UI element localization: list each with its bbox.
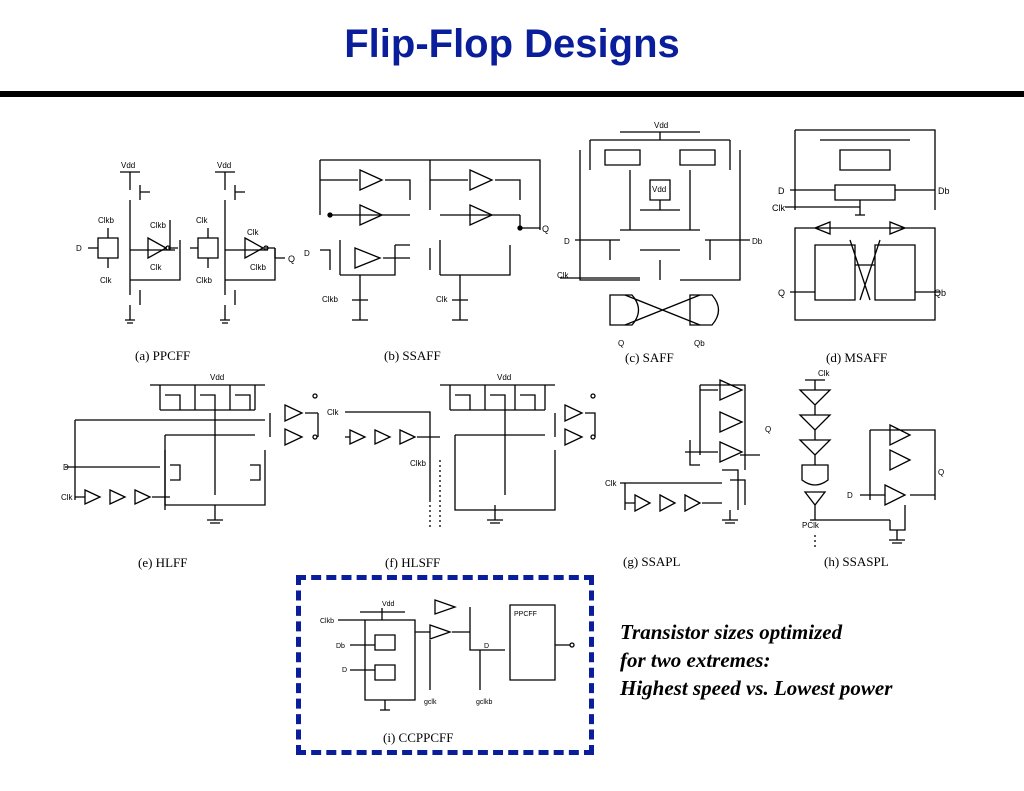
slide-title: Flip-Flop Designs (344, 22, 680, 66)
ccppcff-highlight-box (296, 575, 594, 755)
hlff-vdd-label: Vdd (210, 373, 224, 382)
title-divider (0, 91, 1024, 97)
caption-hlff: (e) HLFF (138, 555, 187, 570)
ppcff-q-label: Q (288, 254, 295, 264)
caption-ssapl: (g) SSAPL (623, 554, 680, 569)
msaff-db-label: Db (938, 186, 950, 196)
saff-q-label: Q (618, 339, 624, 348)
schematic-msaff: D Db Clk Q Qb (d) MSAFF (772, 129, 950, 365)
saff-qb-label: Qb (694, 339, 705, 348)
saff-clk-label: Clk (557, 271, 570, 280)
caption-hlsff: (f) HLSFF (385, 555, 440, 570)
ccppcff-clkb-label: Clkb (320, 618, 334, 625)
note-line-1: Transistor sizes optimized (620, 620, 843, 644)
ssaspl-clk-label: Clk (818, 369, 831, 378)
ssaspl-d-label: D (847, 491, 853, 500)
msaff-d-label: D (778, 186, 785, 196)
saff-vdd2-label: Vdd (652, 185, 666, 194)
ccppcff-gclkb-label: gclkb (476, 699, 492, 706)
hlsff-vdd-label: Vdd (497, 373, 511, 382)
saff-vdd-label: Vdd (654, 121, 668, 130)
ppcff-clk-2: Clk (100, 276, 113, 285)
note-line-2: for two extremes: (620, 648, 771, 672)
ppcff-clkb-1: Clkb (98, 216, 115, 225)
ccppcff-gclk-label: gclk (424, 699, 437, 706)
ppcff-clkb-4: Clkb (196, 276, 213, 285)
hlsff-clkb-label: Clkb (410, 459, 427, 468)
ppcff-clkb-2: Clkb (150, 221, 167, 230)
design-note: Transistor sizes optimized for two extre… (620, 618, 892, 702)
caption-saff: (c) SAFF (625, 350, 674, 365)
ssaspl-pclk-label: PClk (802, 521, 820, 530)
ssaff-clk-label: Clk (436, 295, 449, 304)
schematic-ppcff: Vdd Vdd Clkb Clkb Clk Clk Clk Clk Clkb C… (76, 161, 295, 363)
ppcff-clk-1: Clk (150, 263, 163, 272)
saff-d-label: D (564, 237, 570, 246)
msaff-clk-label: Clk (772, 203, 785, 213)
schematic-ssaspl: Clk Q D PClk (h) SSASPL (798, 369, 944, 569)
ppcff-clk-3: Clk (196, 216, 209, 225)
ccppcff-db-label: Db (336, 643, 345, 650)
caption-ccppcff: (i) CCPPCFF (383, 730, 453, 745)
schematic-ssapl: Q Clk (g) SSAPL (605, 378, 771, 569)
caption-ssaspl: (h) SSASPL (824, 554, 889, 569)
ssapl-q-label: Q (765, 425, 771, 434)
ssaff-clkb-label: Clkb (322, 295, 339, 304)
ssaff-q-label: Q (542, 224, 549, 234)
caption-msaff: (d) MSAFF (826, 350, 887, 365)
caption-ssaff: (b) SSAFF (384, 348, 441, 363)
schematic-hlff: Vdd D Clk (e) HLFF (61, 373, 319, 570)
ppcff-vdd-label: Vdd (121, 161, 135, 170)
ccppcff-block-label: PPCFF (514, 611, 537, 618)
hlff-clk-label: Clk (61, 493, 74, 502)
schematic-ccppcff: Vdd Clkb Db D D gclk gclkb PPCFF (i) CCP… (320, 599, 575, 745)
hlsff-clk-label: Clk (327, 408, 340, 417)
ppcff-d-label: D (76, 244, 82, 253)
ccppcff-d2-label: D (484, 643, 489, 650)
hlff-d-label: D (63, 463, 69, 472)
msaff-q-label: Q (778, 288, 785, 298)
ssaspl-q-label: Q (938, 468, 944, 477)
saff-db-label: Db (752, 237, 763, 246)
msaff-qb-label: Qb (934, 288, 946, 298)
caption-ppcff: (a) PPCFF (135, 348, 190, 363)
ppcff-clkb-3: Clkb (250, 263, 267, 272)
ppcff-clk-4: Clk (247, 228, 260, 237)
note-line-3: Highest speed vs. Lowest power (620, 676, 893, 700)
schematic-ssaff: D Q Clkb Clk (b) SSAFF (304, 159, 549, 363)
schematic-saff: Vdd Vdd D Db Clk Q Qb (c) SAFF (557, 121, 763, 365)
ccppcff-d-label: D (342, 667, 347, 674)
ppcff-vdd2-label: Vdd (217, 161, 231, 170)
ssapl-clk-label: Clk (605, 479, 618, 488)
schematic-hlsff: Vdd Clk Clkb (f) HLSFF (327, 373, 596, 570)
ccppcff-vdd-label: Vdd (382, 601, 395, 608)
ssaff-d-label: D (304, 249, 310, 258)
